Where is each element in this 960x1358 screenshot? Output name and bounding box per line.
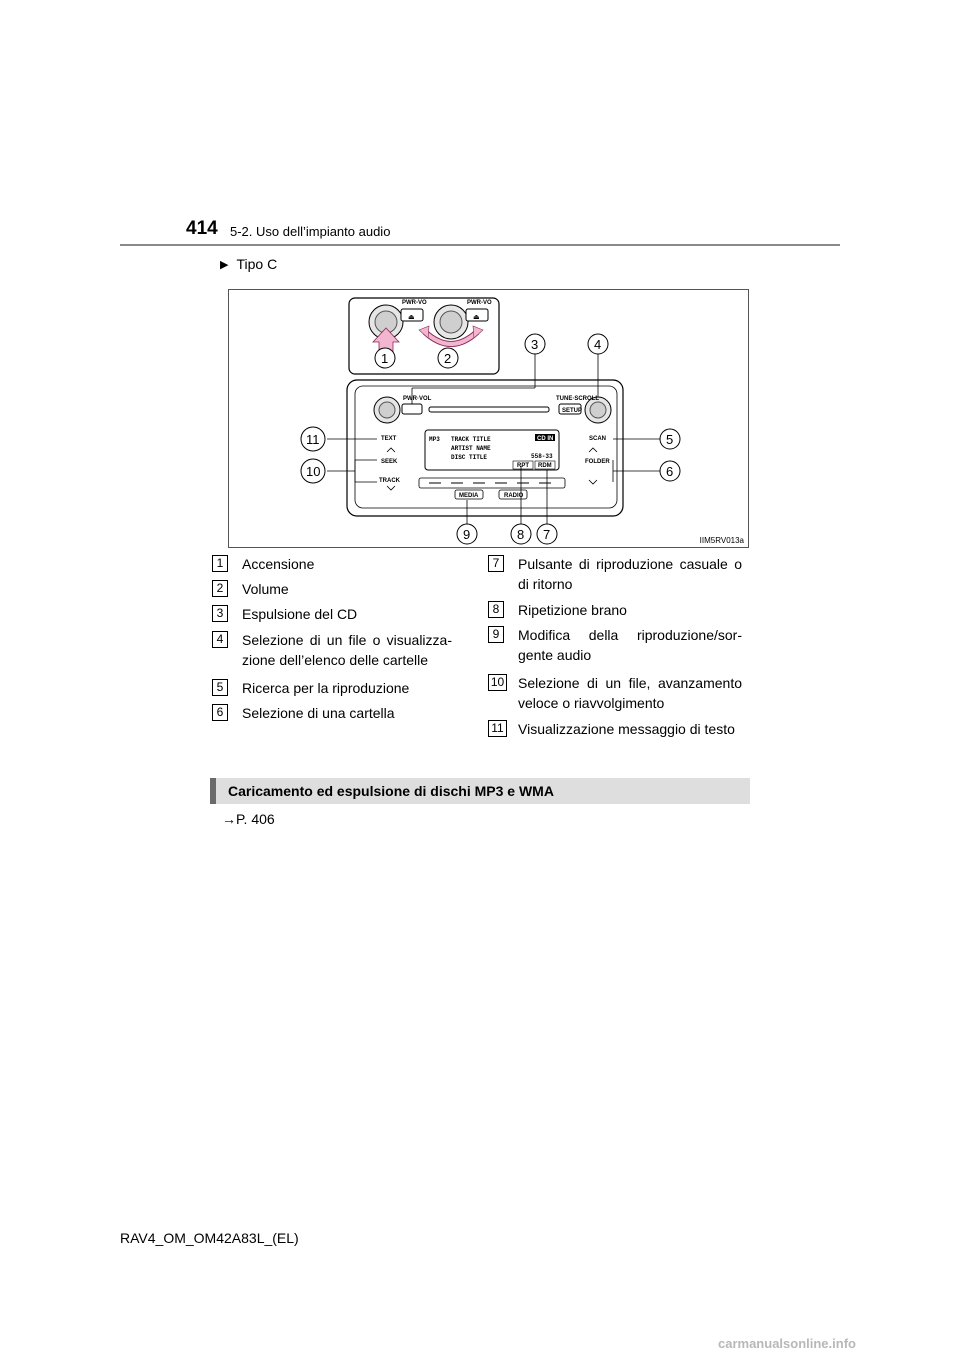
pwr-vol-label: PWR·VOL [403,396,432,402]
svg-text:6: 6 [666,464,673,479]
callout-7: 7 [536,523,558,545]
legend-text: Selezione di un file, avanzamento veloce… [518,675,742,711]
rpt-label: RPT [517,463,529,469]
subhead-text: Tipo C [236,256,278,272]
svg-text:8: 8 [517,527,524,542]
legend-text: Accensione [242,556,315,572]
rpt-button [512,460,534,470]
svg-text:2: 2 [444,351,451,366]
display-time: 558-33 [531,453,553,460]
radio-label: RADIO [504,493,524,499]
legend-number: 1 [212,555,228,572]
cd-in-badge [535,434,555,441]
footer-code: RAV4_OM_OM42A83L_(EL) [120,1230,299,1246]
legend-number: 8 [488,601,504,618]
legend-text: Espulsione del CD [242,606,358,622]
section-bar: Caricamento ed espulsione di dischi MP3 … [210,778,750,804]
display-format: MP3 [429,436,440,443]
main-eject-button [401,403,423,415]
eject-button-1 [400,308,424,322]
svg-text:11: 11 [306,432,320,447]
eject-icon: ⏏ [408,314,415,321]
callout-6: 6 [659,460,681,482]
page-number: 414 [186,218,218,239]
callout-5: 5 [659,428,681,450]
legend-number: 6 [212,704,228,721]
callout-2: 2 [437,347,459,369]
rdm-label: RDM [538,463,552,469]
pwr-vol-small-2-label: PWR-VO [467,300,492,306]
audio-unit-figure: PWR-VO ⏏ PWR-VO ⏏ PWR·VOL TUNE·SCROLL SE… [228,289,749,548]
page-reference-link[interactable]: →P. 406 [222,811,275,827]
setup-button [558,403,582,415]
display-line-2: ARTIST NAME [451,445,491,452]
track-label: TRACK [379,478,401,484]
display-line-3: DISC TITLE [451,454,487,461]
watermark: carmanualsonline.info [718,1336,856,1351]
legend-number: 10 [488,674,507,691]
section-bar-accent [210,778,216,804]
triangle-bullet-icon: ▶ [220,258,229,271]
setup-label: SETUP [562,408,582,414]
legend-text: Selezione di una cartella [242,705,395,721]
legend-text: Modifica della riproduzione/sor-gente au… [518,627,742,663]
legend-number: 5 [212,679,228,696]
legend-number: 3 [212,605,228,622]
callout-10: 10 [300,458,326,484]
text-label: TEXT [381,436,397,442]
svg-text:1: 1 [381,351,388,366]
media-button [454,489,484,500]
callout-8: 8 [510,523,532,545]
media-label: MEDIA [459,493,479,499]
svg-text:3: 3 [531,337,538,352]
svg-text:7: 7 [543,527,550,542]
unit-display [424,429,560,471]
callout-3: 3 [524,333,546,355]
section-bar-title: Caricamento ed espulsione di dischi MP3 … [228,783,554,799]
tune-scroll-label: TUNE·SCROLL [556,396,599,402]
callout-4: 4 [587,333,609,355]
callout-11: 11 [300,426,326,452]
radio-button [498,489,528,500]
svg-text:5: 5 [666,432,673,447]
legend-number: 4 [212,631,228,648]
section-title: 5-2. Uso dell’impianto audio [230,224,391,239]
legend-text: Visualizzazione messaggio di testo [518,721,735,737]
rdm-button [534,460,556,470]
svg-text:9: 9 [463,527,470,542]
scan-label: SCAN [589,436,606,442]
seek-label: SEEK [381,459,398,465]
eject-icon-2: ⏏ [473,314,480,321]
volume-knob-inner [439,310,463,334]
svg-text:4: 4 [594,337,601,352]
cd-in-label: CD IN [537,436,553,442]
legend-number: 7 [488,555,504,572]
cd-slot [428,406,550,413]
legend-text: Volume [242,581,289,597]
legend-text: Ricerca per la riproduzione [242,680,410,696]
legend-text: Ripetizione brano [518,602,627,618]
header-rule [120,244,840,246]
preset-row [418,477,566,489]
svg-text:10: 10 [306,464,320,479]
display-line-1: TRACK TITLE [451,436,491,443]
legend-number: 11 [488,720,507,737]
legend-text: Selezione di un file o visualizza-zione … [242,632,452,668]
legend-text: Pulsante di riproduzione casuale o di ri… [518,556,742,592]
figure-code: IIM5RV013a [699,536,744,545]
eject-button-2 [465,308,489,322]
legend-number: 2 [212,580,228,597]
callout-9: 9 [456,523,478,545]
folder-label: FOLDER [585,459,610,465]
audio-unit-illustration: PWR-VO ⏏ PWR-VO ⏏ PWR·VOL TUNE·SCROLL SE… [300,297,681,545]
legend-number: 9 [488,626,504,643]
pwr-vol-small-1-label: PWR-VO [402,300,427,306]
callout-1: 1 [374,347,396,369]
subhead: ▶ Tipo C [220,256,277,272]
